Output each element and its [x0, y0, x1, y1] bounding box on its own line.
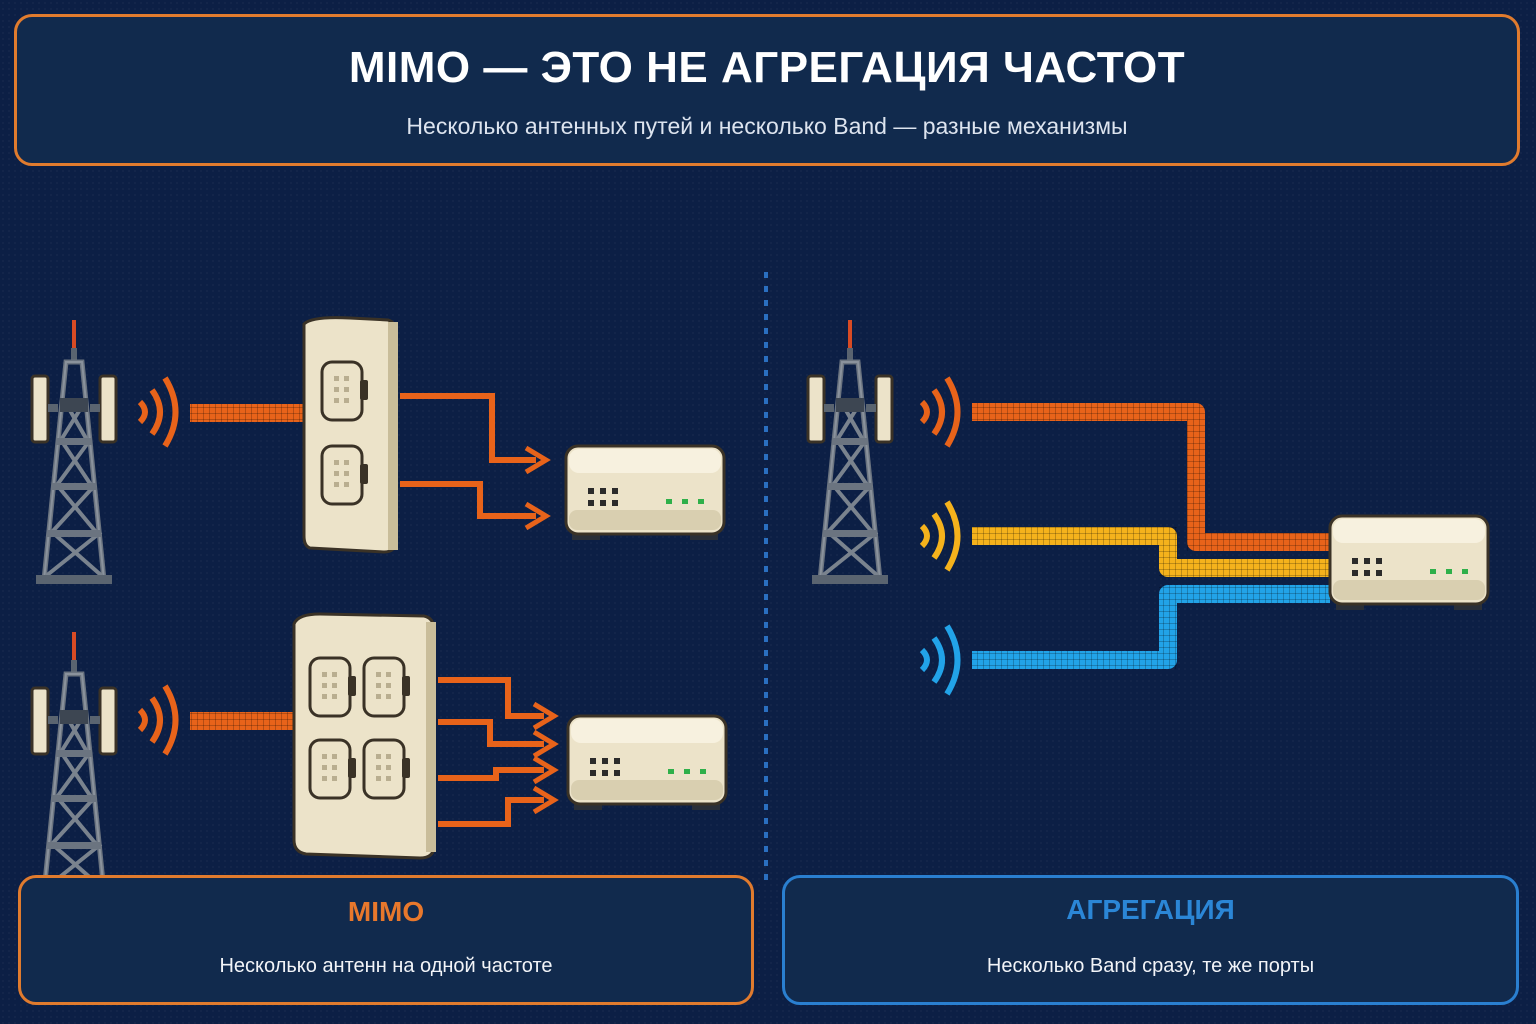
mimo-card-title: MIMO — [347, 896, 425, 927]
signal-cable — [190, 404, 304, 422]
mimo-2x2-arrows — [400, 393, 551, 531]
cell-tower-icon — [32, 320, 116, 584]
panel-antenna-2-port-icon — [302, 316, 398, 554]
signal-waves-icon — [922, 626, 958, 694]
mimo-4x4-arrows — [438, 677, 559, 827]
aggregation-card-title: АГРЕГАЦИЯ — [1066, 894, 1235, 925]
aggregation-card-description: Несколько Band сразу, те же порты — [986, 955, 1315, 977]
mimo-card: MIMO Несколько антенн на одной частоте — [18, 875, 754, 1005]
aggregation-card: АГРЕГАЦИЯ Несколько Band сразу, те же по… — [782, 875, 1519, 1005]
signal-cable — [190, 712, 294, 730]
router-icon — [564, 444, 726, 542]
signal-waves-icon — [140, 378, 176, 446]
header-panel: MIMO — ЭТО НЕ АГРЕГАЦИЯ ЧАСТОТ Несколько… — [14, 14, 1520, 166]
page-subtitle: Несколько антенных путей и несколько Ban… — [406, 113, 1128, 139]
signal-waves-icon — [922, 502, 958, 570]
signal-waves-icon — [140, 686, 176, 754]
cell-tower-icon — [808, 320, 892, 584]
panel-antenna-4-port-icon — [292, 612, 436, 860]
band-cable-blue — [972, 585, 1330, 669]
signal-waves-icon — [922, 378, 958, 446]
band-cable-yellow — [972, 527, 1330, 577]
cell-tower-icon — [32, 632, 116, 896]
router-icon — [1328, 514, 1490, 612]
band-cable-orange — [972, 403, 1330, 551]
page-title: MIMO — ЭТО НЕ АГРЕГАЦИЯ ЧАСТОТ — [348, 43, 1186, 92]
mimo-card-description: Несколько антенн на одной частоте — [219, 955, 553, 977]
router-icon — [566, 714, 728, 812]
